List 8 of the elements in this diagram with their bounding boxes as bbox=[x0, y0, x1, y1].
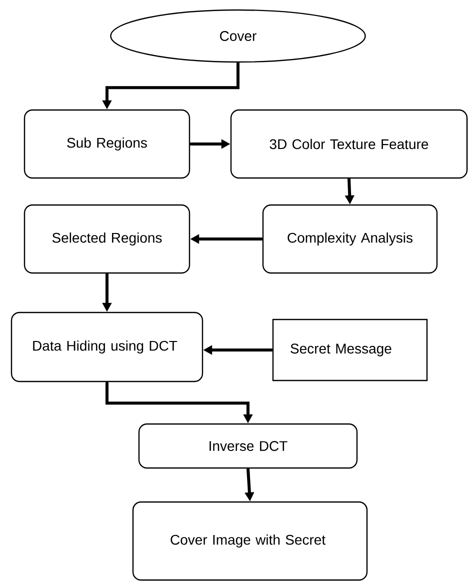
process-box: Complexity Analysis bbox=[262, 204, 438, 274]
process-box: Inverse DCT bbox=[138, 423, 358, 469]
input-box: Secret Message bbox=[272, 318, 428, 382]
process-box: Data Hiding using DCT bbox=[10, 312, 204, 382]
process-box: 3D Color Texture Feature bbox=[230, 109, 468, 179]
process-box: Cover Image with Secret bbox=[132, 501, 368, 581]
process-box: Selected Regions bbox=[24, 204, 190, 274]
process-box: Sub Regions bbox=[24, 109, 190, 179]
